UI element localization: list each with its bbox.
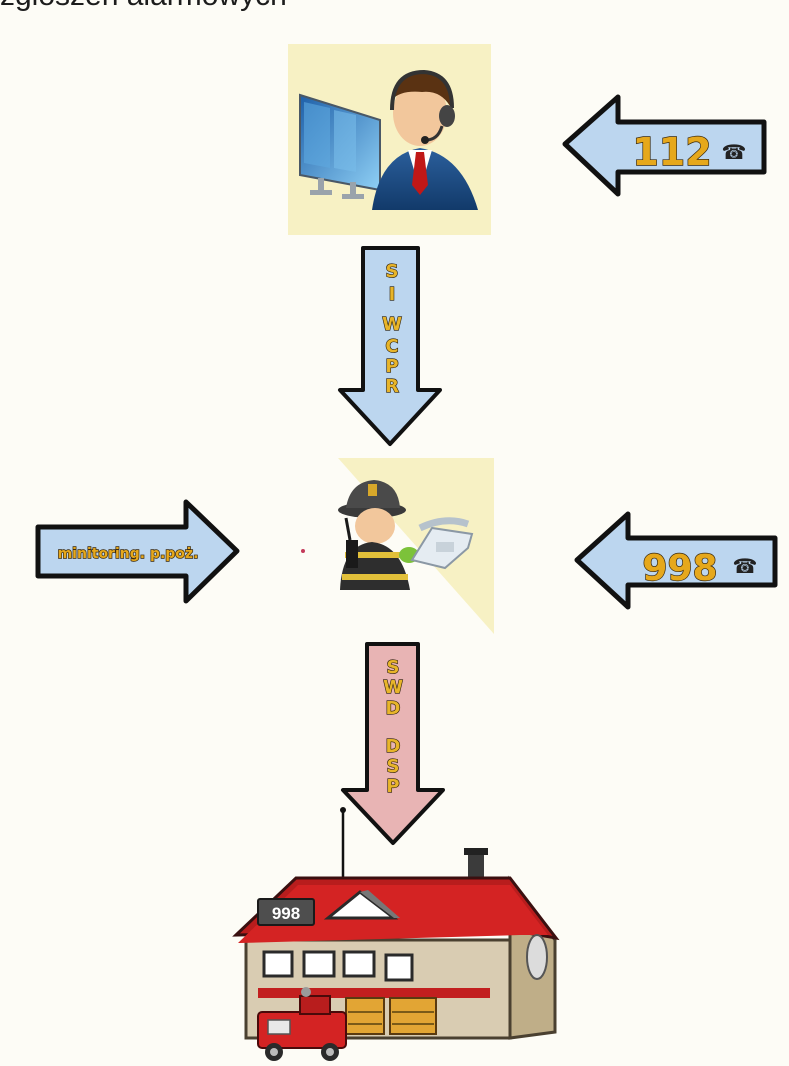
operator-panel: [288, 44, 491, 235]
station-badge: 998: [272, 904, 300, 923]
arrow-998-number: 998: [642, 548, 717, 589]
arrow-monitoring-label: minitoring. p.poż.: [58, 546, 199, 562]
operator-icon: [299, 69, 478, 210]
fire-truck-icon: [257, 987, 347, 1061]
swd-dsp-letter: S: [387, 756, 400, 777]
page-title: zgłoszeń alarmowych: [0, 0, 789, 16]
siwcpr-letter: R: [385, 376, 399, 397]
swd-dsp-letter: P: [386, 776, 399, 797]
arrow-112: 112 ☎: [562, 94, 767, 197]
swd-dsp-letter: S: [387, 657, 400, 678]
telephone-icon: ☎: [733, 556, 758, 578]
swd-dsp-letter: D: [386, 736, 401, 757]
swd-dsp-letter: W: [383, 677, 403, 698]
siwcpr-letter: C: [385, 336, 398, 357]
telephone-icon: ☎: [722, 142, 747, 164]
arrow-998: 998 ☎: [574, 511, 778, 610]
siwcpr-letter: W: [382, 314, 402, 335]
swd-dsp-letter: D: [386, 698, 401, 719]
telephone-icon: [410, 517, 474, 570]
dispatcher-panel: [301, 458, 494, 634]
arrow-112-number: 112: [632, 130, 711, 174]
firefighter-icon: [338, 480, 419, 590]
siwcpr-letter: S: [386, 261, 399, 282]
arrow-monitoring: minitoring. p.poż.: [35, 499, 240, 604]
siwcpr-letter: P: [385, 356, 398, 377]
siwcpr-letter: I: [389, 284, 396, 305]
